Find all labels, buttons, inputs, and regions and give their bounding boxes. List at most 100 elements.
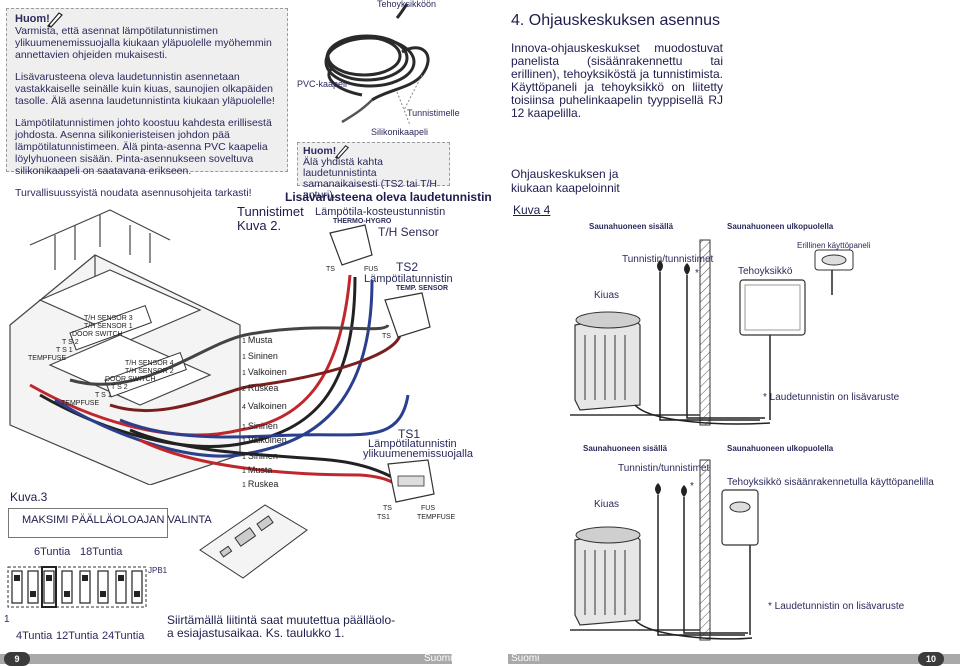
footer-bar-left (0, 654, 452, 664)
figure-3-caption: Kuva.3 (10, 490, 48, 504)
cable-coil-diagram (292, 0, 462, 140)
heater-label-2: Kiuas (594, 499, 620, 510)
tag-fus: FUS (364, 266, 378, 273)
wire-legend-mid: 4 Valkoinen (242, 401, 287, 411)
inside-sauna-label-2: Saunahuoneen sisällä (583, 444, 668, 453)
wire-legend-bottom: 1 Sininen 1 Valkoinen 1 Sininen 1 Musta … (242, 420, 287, 492)
board-label: T S 1 (56, 347, 73, 354)
board-label: T/H SENSOR 1 (84, 323, 133, 330)
max-on-time-title: MAKSIMI PÄÄLLÄOLOAJAN VALINTA (22, 514, 212, 526)
wiring-diagram (9, 209, 431, 485)
asterisk-1: * (695, 268, 699, 279)
pencil-icon-2 (333, 144, 351, 165)
board-label: T/H SENSOR 3 (84, 315, 133, 322)
label-to-sensor: Tunnistimelle (407, 108, 460, 118)
cable-coil-drawing (324, 3, 430, 126)
wire-label: 2 Ruskea (242, 383, 279, 393)
wire-label: 1 Musta (242, 465, 273, 475)
bench-sensor-note-2: * Laudetunnistin on lisävaruste (768, 601, 905, 612)
th-sensor-tag: T/H Sensor (378, 225, 439, 239)
outside-sauna-label-2: Saunahuoneen ulkopuolella (727, 444, 834, 453)
figure-3-frame (8, 508, 168, 538)
board-label: TEMPFUSE (61, 400, 100, 407)
jumper-note-line-2: a esiajastusaikaa. Ks. taulukko 1. (167, 626, 345, 640)
wire-label: 1 Valkoinen (242, 367, 287, 377)
language-label-left: Suomi (424, 653, 453, 664)
option-24h: 24Tuntia (102, 630, 145, 642)
board-label: T/H SENSOR 2 (125, 368, 174, 375)
note-paragraph-2: Lisävarusteena oleva laudetunnistin asen… (15, 71, 275, 107)
option-12h: 12Tuntia (56, 630, 99, 642)
pcb-drawing (199, 504, 308, 579)
inside-sauna-label-1: Saunahuoneen sisällä (589, 222, 674, 231)
board-label: T S 2 (111, 384, 128, 391)
optional-bench-sensor-heading: Lisävarusteena oleva laudetunnistin (285, 190, 492, 204)
asterisk-2: * (690, 481, 694, 492)
wire-label: 1 Sininen (242, 451, 278, 461)
board-labels: T/H SENSOR 3 T/H SENSOR 1 DOOR SWITCH T … (28, 315, 133, 363)
ts2-name: Lämpötilatunnistin (364, 273, 453, 285)
board-label: T S 2 (62, 339, 79, 346)
figure-4-caption: Kuva 4 (513, 203, 551, 217)
page-number-left: 9 (4, 652, 30, 666)
outside-sauna-label-1: Saunahuoneen ulkopuolella (727, 222, 834, 231)
warning-note: Huom! Älä yhdistä kahta laudetunnistinta… (297, 142, 450, 201)
footer-bar-right (508, 654, 960, 664)
ts1-subtitle: ylikuumenemissuojalla (363, 448, 474, 460)
warning-title: Huom! (303, 145, 337, 157)
note-paragraph-4: Turvallisuussyistä noudata asennusohjeit… (15, 187, 252, 199)
wire-label: 1 Ruskea (242, 479, 279, 489)
figure-2-caption: Tunnistimet Kuva 2. (237, 205, 304, 233)
figure-2-number: Kuva 2. (237, 218, 282, 233)
note-paragraph-3: Lämpötilatunnistimen johto koostuu kahde… (15, 117, 272, 177)
pencil-icon (45, 11, 65, 32)
sensors-label-2: Tunnistin/tunnistimet (618, 463, 710, 474)
wire-label: 4 Valkoinen (242, 401, 287, 411)
board-label: DOOR SWITCH (105, 376, 156, 383)
ts2-model: TEMP. SENSOR (396, 285, 448, 292)
tag-ts-2: TS (382, 333, 391, 340)
board-label: T S 1 (95, 392, 112, 399)
ts1-name: Lämpötilatunnistin (368, 438, 457, 450)
tag-tempfuse: TEMPFUSE (417, 514, 456, 521)
label-silicone-cable: Silikonikaapeli (371, 127, 429, 137)
cabling-diagram-1 (570, 239, 854, 426)
option-6h: 6Tuntia (34, 546, 71, 558)
tag-ts1: TS1 (377, 514, 390, 521)
figure-2-title: Tunnistimet (237, 204, 304, 219)
wire-label: 1 Musta (242, 335, 273, 345)
jumper-note: Siirtämällä liitintä saat muutettua pääl… (167, 614, 395, 640)
section-4-paragraph: Innova-ohjauskeskukset muodostuvat panel… (511, 41, 723, 120)
wire-label: 1 Valkoinen (242, 435, 287, 445)
tag-ts-3: TS (383, 505, 392, 512)
jumper-label: JPB1 (148, 566, 168, 575)
label-to-power-unit: Tehoyksikköön (377, 0, 437, 9)
language-label-right: Suomi (511, 653, 540, 664)
tag-fus-2: FUS (421, 505, 435, 512)
warning-text: Älä yhdistä kahta laudetunnistinta saman… (303, 156, 438, 201)
jumper-diagram (7, 566, 147, 608)
board-label: T/H SENSOR 4 (125, 360, 174, 367)
separate-panel-label: Erillinen käyttöpaneli (797, 241, 871, 250)
note-paragraph-1: Varmista, että asennat lämpötilatunnisti… (15, 25, 272, 61)
label-pvc-cable: PVC-kaapeli (297, 79, 348, 89)
option-18h: 18Tuntia (80, 546, 123, 558)
section-4-heading: 4. Ohjauskeskuksen asennus (511, 12, 721, 29)
wire-label: 1 Sininen (242, 421, 278, 431)
cabling-diagram-2 (570, 459, 759, 641)
board-labels-2: T/H SENSOR 4 T/H SENSOR 2 DOOR SWITCH T … (61, 360, 174, 408)
board-label: DOOR SWITCH (72, 331, 123, 338)
th-sensor-model: THERMO-HYGRO (333, 218, 392, 225)
figure-4-title-line-1: Ohjauskeskuksen ja (511, 167, 619, 181)
pin-one-label: 1 (4, 614, 10, 625)
option-4h: 4Tuntia (16, 630, 53, 642)
page-number-right: 10 (918, 652, 944, 666)
ts1-sensor-drawing (387, 459, 435, 503)
board-label: TEMPFUSE (28, 355, 67, 362)
power-unit-label: Tehoyksikkö (738, 266, 793, 277)
ts2-label: TS2 (396, 260, 419, 274)
jumper-note-line-1: Siirtämällä liitintä saat muutettua pääl… (167, 613, 396, 627)
installation-note: Huom! Varmista, että asennat lämpötilatu… (6, 8, 288, 199)
figure-4-title-line-2: kiukaan kaapeloinnit (511, 181, 620, 195)
bench-sensor-note-1: * Laudetunnistin on lisävaruste (763, 392, 900, 403)
